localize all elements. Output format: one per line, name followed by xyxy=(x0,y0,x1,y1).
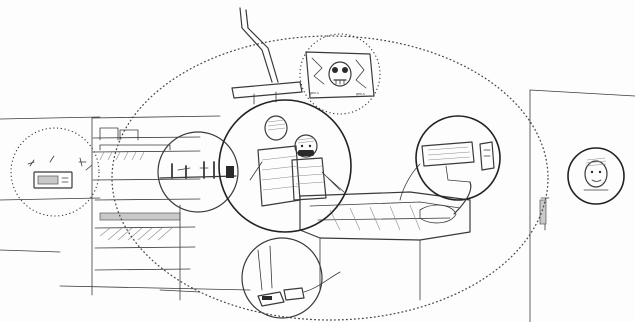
foot-pedal-icon xyxy=(258,246,340,306)
ventilator-callout[interactable] xyxy=(400,116,500,214)
surgeons-callout[interactable] xyxy=(219,100,351,232)
instrument-tray-callout[interactable] xyxy=(158,132,238,212)
operating-table xyxy=(300,192,470,300)
monitor-face-icon: gen-s gen-s xyxy=(306,52,374,98)
instrument-tray-icon xyxy=(160,162,236,178)
monitor-label-right: gen-s xyxy=(356,92,365,96)
speaker-device-icon xyxy=(28,156,92,188)
monitor-label-left: gen-s xyxy=(310,91,319,95)
person-face-icon xyxy=(584,158,608,190)
monitor-callout[interactable]: gen-s gen-s xyxy=(300,34,380,114)
ventilator-icon xyxy=(400,142,494,214)
surgeons-icon xyxy=(250,116,344,206)
foot-pedal-callout[interactable] xyxy=(242,238,340,318)
surgical-light xyxy=(232,8,302,104)
person-face-callout[interactable] xyxy=(568,148,624,204)
speaker-device-callout[interactable] xyxy=(11,128,99,216)
